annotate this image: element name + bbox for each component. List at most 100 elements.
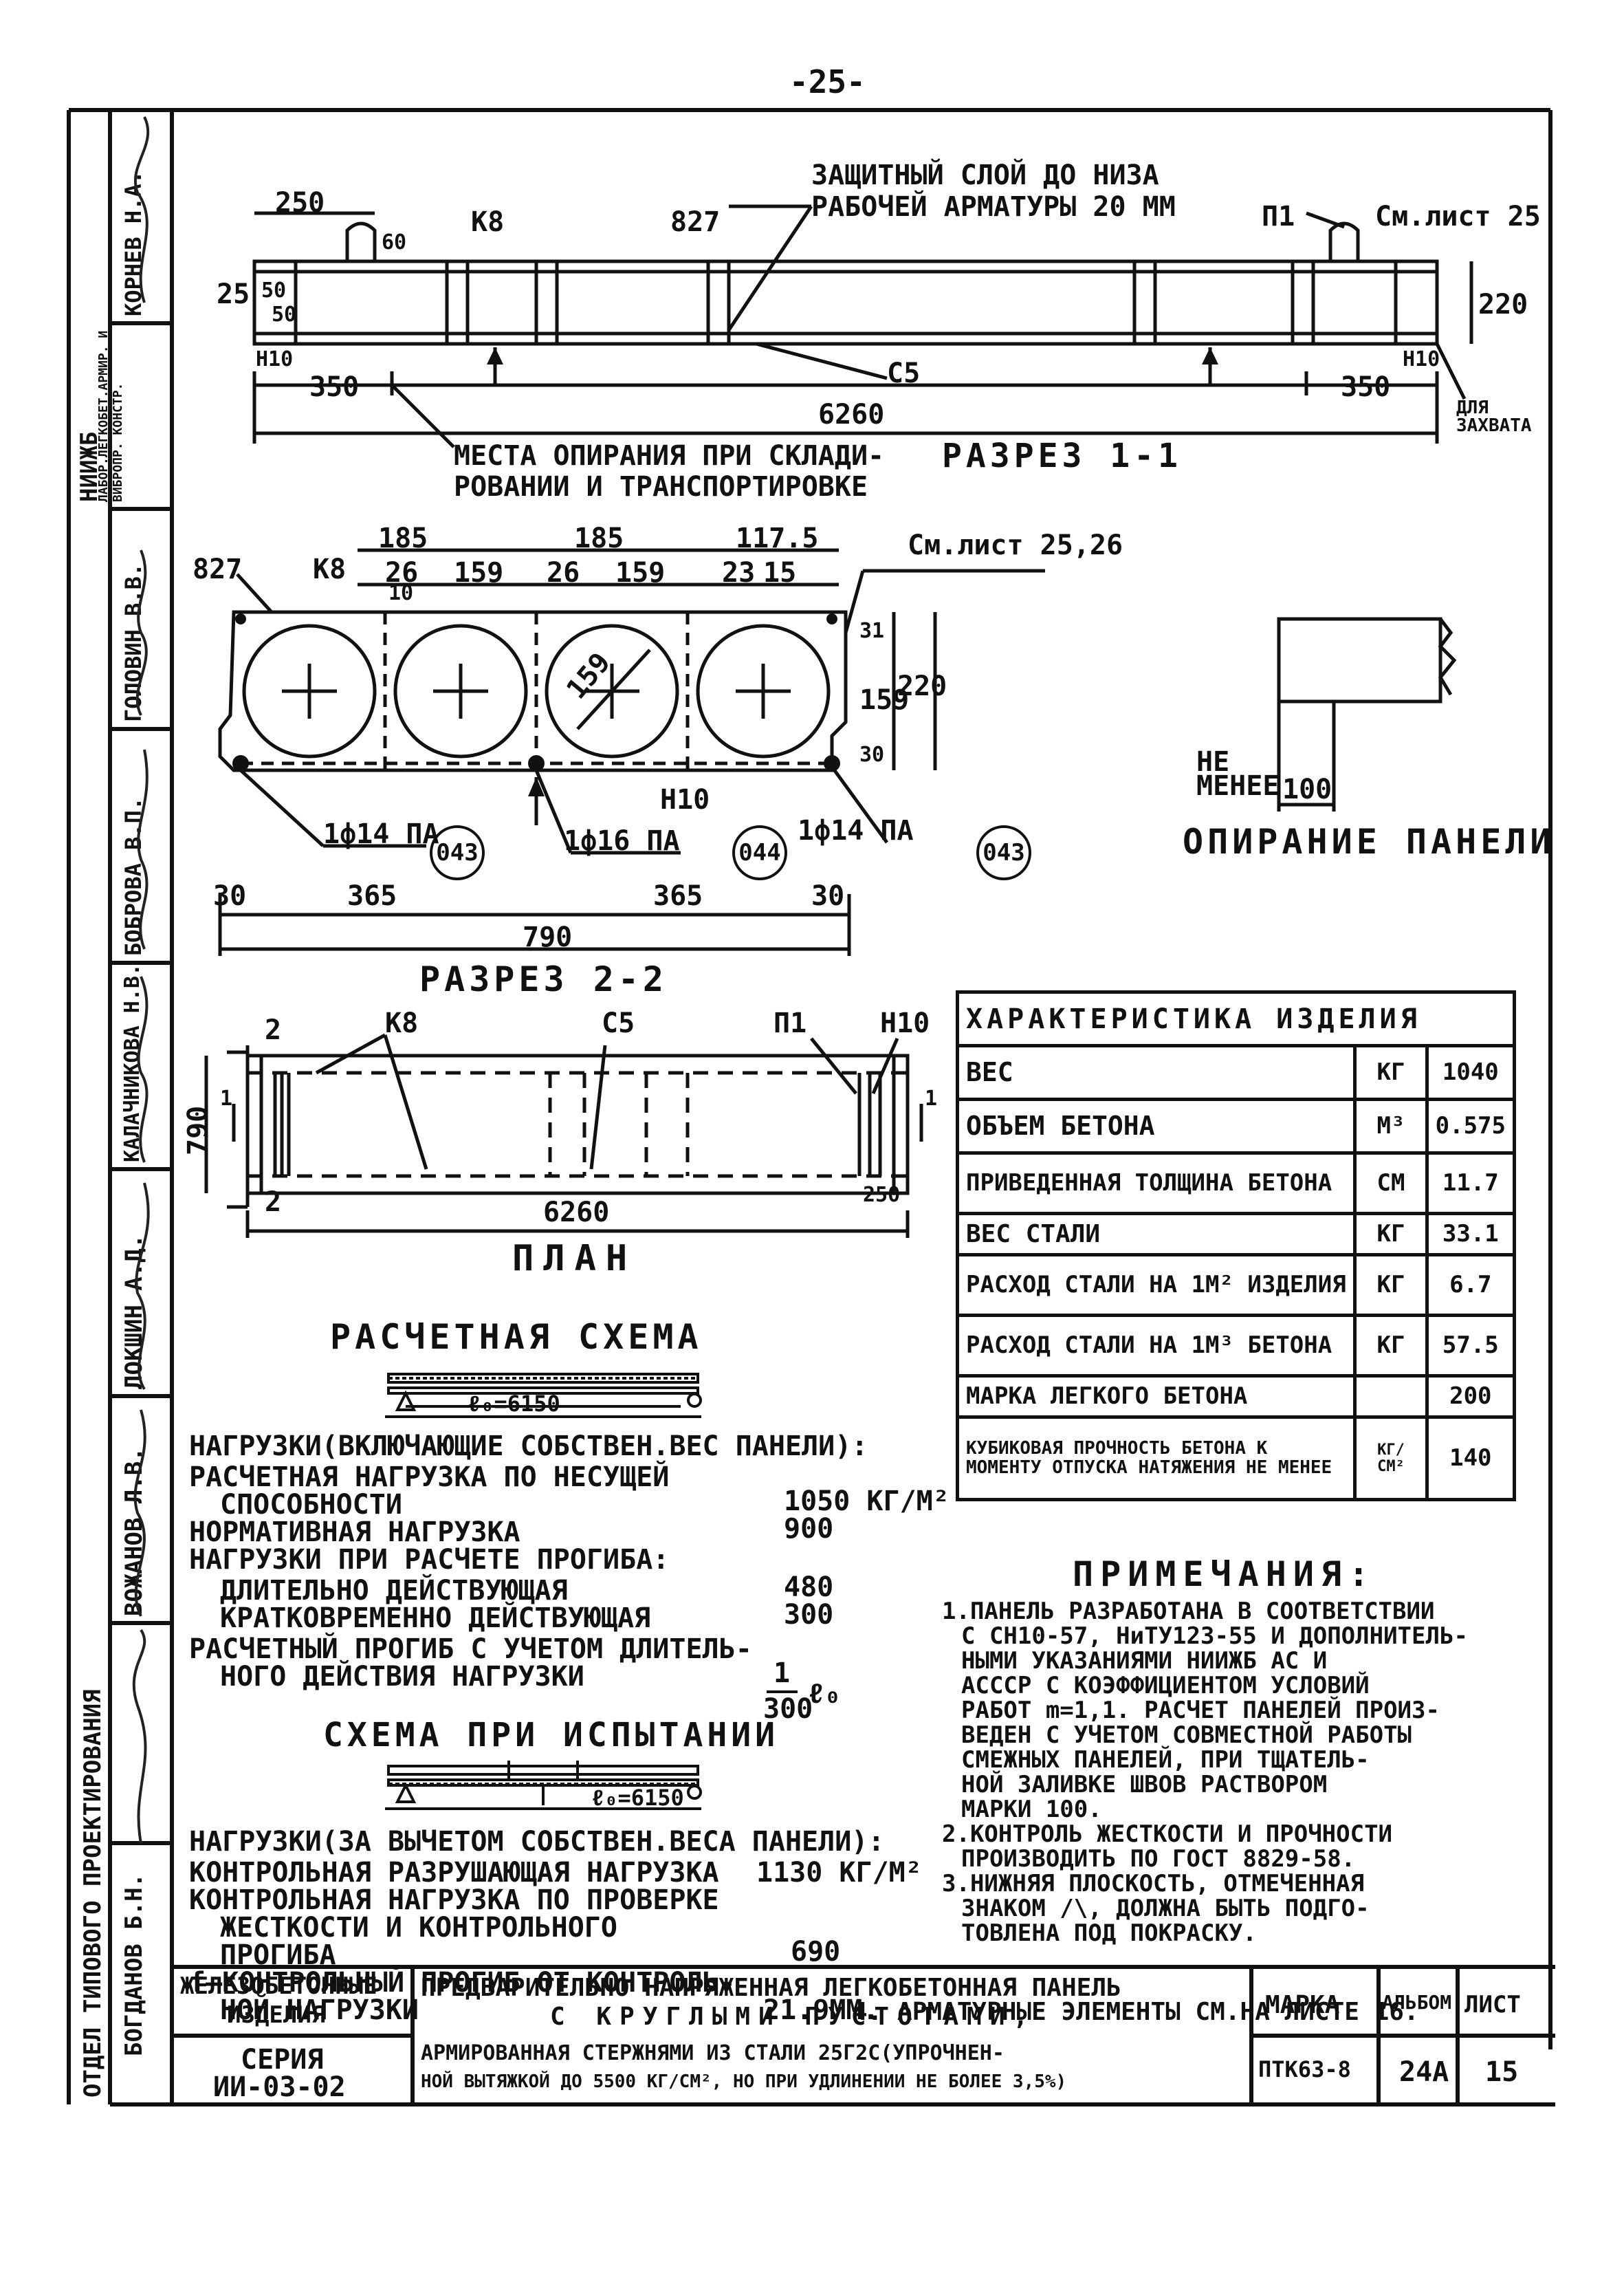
test-span: ℓ₀=6150 bbox=[591, 1785, 684, 1811]
row-value: 200 bbox=[1425, 1374, 1517, 1419]
table-row: ПРИВЕДЕННАЯ ТОЛЩИНА БЕТОНА СМ 11.7 bbox=[955, 1151, 1517, 1215]
characteristics-table: ХАРАКТЕРИСТИКА ИЗДЕЛИЯ ВЕС КГ 1040 ОБЪЕМ… bbox=[955, 990, 1517, 1501]
plan-mark-2-bottom: 2 bbox=[265, 1186, 282, 1218]
calc-line-2: СПОСОБНОСТИ bbox=[220, 1489, 402, 1521]
table-row: ВЕС СТАЛИ КГ 33.1 bbox=[955, 1212, 1517, 1256]
calc-line-7: РАСЧЕТНЫЙ ПРОГИБ С УЧЕТОМ ДЛИТЕЛЬ- bbox=[189, 1633, 752, 1665]
dim-31: 31 bbox=[859, 619, 885, 643]
row-name: МАРКА ЛЕГКОГО БЕТОНА bbox=[955, 1374, 1357, 1419]
dim-50b: 50 bbox=[272, 303, 297, 327]
bar-label-2: 1ф16 ПА bbox=[564, 825, 680, 857]
dim-827: 827 bbox=[670, 206, 721, 238]
test-line-6: НОЙ НАГРУЗКИ bbox=[220, 1994, 419, 2026]
dim-185-a: 185 bbox=[378, 523, 428, 554]
bar-label-1: 1ф14 ПА bbox=[323, 818, 439, 850]
tb-sheet-label: ЛИСТ bbox=[1464, 1991, 1521, 2018]
calc-value-8-den: 300 bbox=[763, 1693, 813, 1725]
calc-title: РАСЧЕТНАЯ СХЕМА bbox=[330, 1317, 703, 1357]
note-2-line: 2.КОНТРОЛЬ ЖЕСТКОСТИ И ПРОЧНОСТИ bbox=[942, 1820, 1393, 1848]
note-1-line: РАБОТ m=1,1. РАСЧЕТ ПАНЕЛЕЙ ПРОИЗ- bbox=[961, 1697, 1440, 1724]
dim-790: 790 bbox=[523, 922, 573, 953]
table-row: РАСХОД СТАЛИ НА 1М³ БЕТОНА КГ 57.5 bbox=[955, 1314, 1517, 1378]
dim-15: 15 bbox=[763, 557, 797, 589]
protective-layer-note: ЗАЩИТНЫЙ СЛОЙ ДО НИЗА bbox=[811, 160, 1159, 191]
for-grip-note: ДЛЯ ЗАХВАТА bbox=[1456, 398, 1532, 436]
calc-value-8-suffix: ℓ₀ bbox=[808, 1678, 842, 1710]
note-1-line: С СН10-57, НиТУ123-55 И ДОПОЛНИТЕЛЬ- bbox=[961, 1622, 1468, 1650]
note-2-line: ПРОИЗВОДИТЬ ПО ГОСТ 8829-58. bbox=[961, 1845, 1356, 1873]
row-unit: КГ bbox=[1353, 1212, 1429, 1256]
row-unit bbox=[1353, 1374, 1429, 1419]
test-title: СХЕМА ПРИ ИСПЫТАНИИ bbox=[323, 1716, 780, 1754]
plan-dim-790: 790 bbox=[182, 1105, 214, 1155]
row-value: 0.575 bbox=[1425, 1098, 1517, 1155]
plan-dim-1b: 1 bbox=[925, 1087, 938, 1111]
table-row: МАРКА ЛЕГКОГО БЕТОНА 200 bbox=[955, 1374, 1517, 1419]
mark-044: 044 bbox=[732, 825, 787, 880]
calc-span: ℓ₀=6150 bbox=[468, 1391, 560, 1417]
dim-159-a: 159 bbox=[454, 557, 504, 589]
row-unit: М³ bbox=[1353, 1098, 1429, 1155]
dim-23: 23 bbox=[722, 557, 756, 589]
dim-30-right: 30 bbox=[859, 743, 885, 767]
row-name: ПРИВЕДЕННАЯ ТОЛЩИНА БЕТОНА bbox=[955, 1151, 1357, 1215]
dim-159-right: 159 bbox=[859, 684, 910, 716]
calc-line-6: КРАТКОВРЕМЕННО ДЕЙСТВУЮЩАЯ bbox=[220, 1602, 651, 1634]
test-line-3: ЖЕСТКОСТИ И КОНТРОЛЬНОГО bbox=[220, 1912, 617, 1944]
section-1-1-title: РАЗРЕЗ 1-1 bbox=[942, 437, 1182, 475]
row-unit: КГ bbox=[1353, 1314, 1429, 1378]
plan-title: ПЛАН bbox=[512, 1238, 637, 1279]
dim-827-s22: 827 bbox=[193, 554, 243, 585]
dim-26-b: 26 bbox=[547, 557, 580, 589]
test-value-4: 690 bbox=[791, 1936, 841, 1968]
notes-title: ПРИМЕЧАНИЯ: bbox=[1073, 1554, 1376, 1594]
calc-line-1: РАСЧЕТНАЯ НАГРУЗКА ПО НЕСУЩЕЙ bbox=[189, 1461, 670, 1493]
dim-30-left: 30 bbox=[213, 880, 247, 912]
row-value: 57.5 bbox=[1425, 1314, 1517, 1378]
table-row: КУБИКОВАЯ ПРОЧНОСТЬ БЕТОНА К МОМЕНТУ ОТП… bbox=[955, 1415, 1517, 1501]
test-line-4: ПРОГИБА bbox=[220, 1939, 336, 1971]
row-value: 11.7 bbox=[1425, 1151, 1517, 1215]
dim-220-s22: 220 bbox=[897, 671, 947, 702]
plan-label-n10: Н10 bbox=[880, 1008, 930, 1039]
dim-117-5: 117.5 bbox=[736, 523, 819, 554]
section-2-2-title: РАЗРЕЗ 2-2 bbox=[419, 959, 668, 999]
support-note-1: МЕСТА ОПИРАНИЯ ПРИ СКЛАДИ- bbox=[454, 440, 885, 472]
tb-mark-label: МАРКА bbox=[1265, 1991, 1340, 2019]
protective-layer-note-2: РАБОЧЕЙ АРМАТУРЫ 20 ММ bbox=[811, 191, 1176, 223]
tb-desc-4: НОЙ ВЫТЯЖКОЙ ДО 5500 КГ/СМ², НО ПРИ УДЛИ… bbox=[421, 2071, 1067, 2092]
plan-label-p1: П1 bbox=[773, 1008, 807, 1039]
calc-value-2: 1050 КГ/М² bbox=[784, 1485, 950, 1517]
row-name: ВЕС СТАЛИ bbox=[955, 1212, 1357, 1256]
test-value-6: 21.9ММ. bbox=[763, 1994, 879, 2026]
tb-desc-3: АРМИРОВАННАЯ СТЕРЖНЯМИ ИЗ СТАЛИ 25Г2С(УП… bbox=[421, 2041, 1005, 2065]
note-3-line: ЗНАКОМ /\, ДОЛЖНА БЫТЬ ПОДГО- bbox=[961, 1895, 1370, 1922]
support-value: 100 bbox=[1282, 774, 1332, 805]
row-name: ВЕС bbox=[955, 1044, 1357, 1101]
dim-6260: 6260 bbox=[818, 399, 885, 431]
plan-label-k8: К8 bbox=[385, 1008, 419, 1039]
dim-185-b: 185 bbox=[574, 523, 624, 554]
see-sheets-25-26: См.лист 25,26 bbox=[908, 530, 1123, 561]
row-value: 33.1 bbox=[1425, 1212, 1517, 1256]
dim-365-b: 365 bbox=[653, 880, 703, 912]
plan-mark-2-top: 2 bbox=[265, 1014, 282, 1046]
note-3-line: 3.НИЖНЯЯ ПЛОСКОСТЬ, ОТМЕЧЕННАЯ bbox=[942, 1870, 1365, 1897]
calc-value-8-num: 1 bbox=[773, 1657, 791, 1689]
label-p1: П1 bbox=[1262, 201, 1295, 232]
tb-desc-1: ПРЕДВАРИТЕЛЬНО НАПРЯЖЕННАЯ ЛЕГКОБЕТОННАЯ… bbox=[421, 1974, 1121, 2002]
tb-desc-2: С КРУГЛЫМИ ПУСТОТАМИ, bbox=[550, 2003, 1037, 2031]
characteristics-title: ХАРАКТЕРИСТИКА ИЗДЕЛИЯ bbox=[956, 990, 1516, 1047]
note-1-line: ВЕДЕН С УЧЕТОМ СОВМЕСТНОЙ РАБОТЫ bbox=[961, 1721, 1412, 1749]
test-line-2: КОНТРОЛЬНАЯ НАГРУЗКА ПО ПРОВЕРКЕ bbox=[189, 1884, 719, 1916]
support-label-1: НЕ bbox=[1196, 746, 1230, 778]
dim-159-b: 159 bbox=[615, 557, 666, 589]
dim-220: 220 bbox=[1478, 289, 1528, 320]
dim-350-left: 350 bbox=[309, 371, 360, 403]
support-title: ОПИРАНИЕ ПАНЕЛИ bbox=[1183, 822, 1555, 862]
calc-value-6: 300 bbox=[784, 1599, 834, 1631]
dim-350-right: 350 bbox=[1341, 371, 1391, 403]
dim-50a: 50 bbox=[261, 279, 287, 303]
calc-line-5: ДЛИТЕЛЬНО ДЕЙСТВУЮЩАЯ bbox=[220, 1575, 568, 1607]
